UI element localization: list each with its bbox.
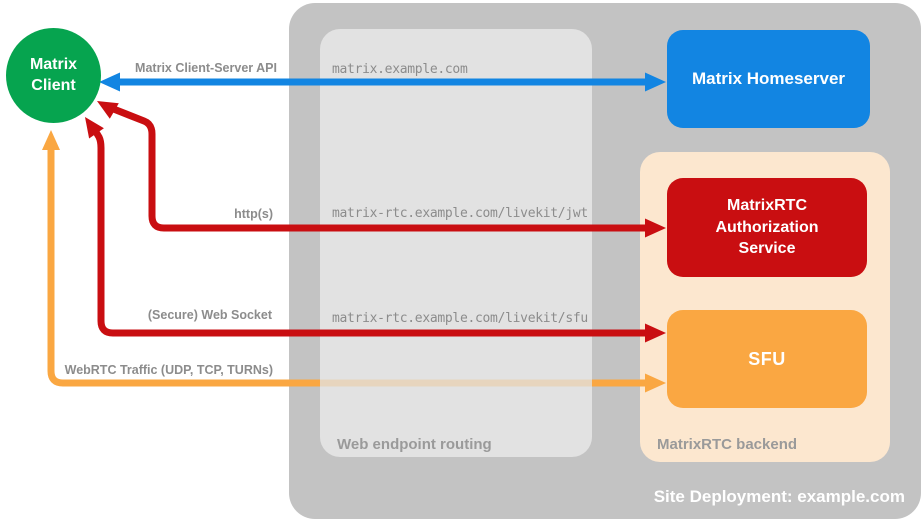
web-endpoint-routing-box [320,29,592,457]
sfu-node: SFU [667,310,867,408]
endpoint-livekit-jwt: matrix-rtc.example.com/livekit/jwt [332,206,588,221]
http-label: http(s) [234,207,273,221]
site-deployment-title: Site Deployment: example.com [653,487,905,506]
matrixrtc-backend-label: MatrixRTC backend [657,436,798,453]
webrtc-traffic-label: WebRTC Traffic (UDP, TCP, TURNs) [64,363,273,377]
matrixrtc-authorization-service-node: MatrixRTC Authorization Service [667,178,867,277]
arrowhead-up-icon [42,130,60,150]
websocket-label: (Secure) Web Socket [147,308,272,322]
endpoint-livekit-sfu: matrix-rtc.example.com/livekit/sfu [332,311,588,326]
matrix-client-node: Matrix Client [6,28,101,123]
arrowhead-left-icon [97,101,119,119]
webrtc-line [47,145,320,387]
endpoint-matrix-example-com: matrix.example.com [332,62,468,77]
matrix-homeserver-node: Matrix Homeserver [667,30,870,128]
client-server-api-label: Matrix Client-Server API [135,61,277,75]
web-endpoint-routing-label: Web endpoint routing [337,436,492,453]
arrowhead-left-icon [85,117,104,139]
